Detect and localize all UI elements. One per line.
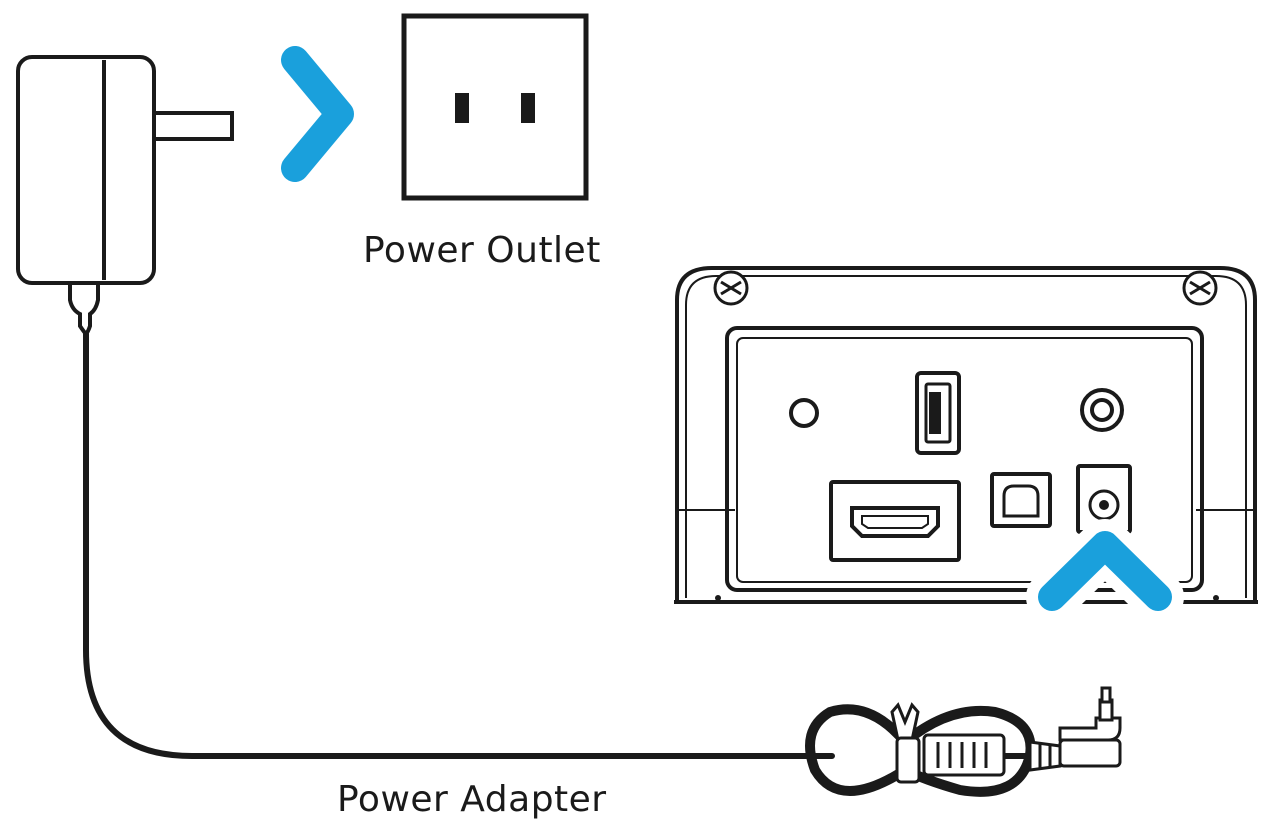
dc-barrel-plug [1028, 686, 1122, 772]
cable-tie-top [890, 702, 920, 742]
power-outlet [401, 13, 589, 201]
port-usb-a [915, 371, 961, 455]
cable-tie-band [895, 736, 921, 784]
plug-housing [1058, 738, 1122, 768]
port-audio-jack [1080, 388, 1124, 432]
screw-top-left [713, 270, 749, 306]
foot-right [1213, 595, 1219, 601]
power-adapter-label: Power Adapter [337, 779, 607, 820]
ferrite-bead [922, 733, 1006, 777]
power-outlet-label: Power Outlet [363, 230, 601, 271]
ferrite-body [922, 733, 1006, 777]
coil-loop-left [805, 704, 909, 796]
outlet-slot-left [455, 93, 469, 123]
screw-top-right [1182, 270, 1218, 306]
adapter-strain-relief-right [84, 283, 100, 336]
power-adapter [16, 55, 234, 336]
port-hdmi [829, 480, 961, 562]
adapter-body [16, 55, 156, 285]
chevron-up-icon [1038, 531, 1172, 611]
adapter-strain-relief [68, 283, 88, 336]
chevron-right-icon [281, 46, 354, 182]
port-panel-outer [725, 326, 1204, 592]
adapter-cable [83, 331, 835, 759]
adapter-prong [152, 111, 234, 141]
outlet-faceplate [401, 13, 589, 201]
plug-pin [1100, 686, 1112, 704]
cable-tie [890, 702, 921, 784]
outlet-slot-right [521, 93, 535, 123]
plug-strain-relief [1028, 740, 1062, 772]
device-outer-shell [675, 266, 1257, 600]
foot-left [715, 595, 721, 601]
port-panel-inner [736, 337, 1193, 583]
device-rear-panel [674, 266, 1258, 604]
device-inner-shell [685, 275, 1247, 598]
port-optical [990, 472, 1052, 528]
port-led-hole [789, 398, 819, 428]
